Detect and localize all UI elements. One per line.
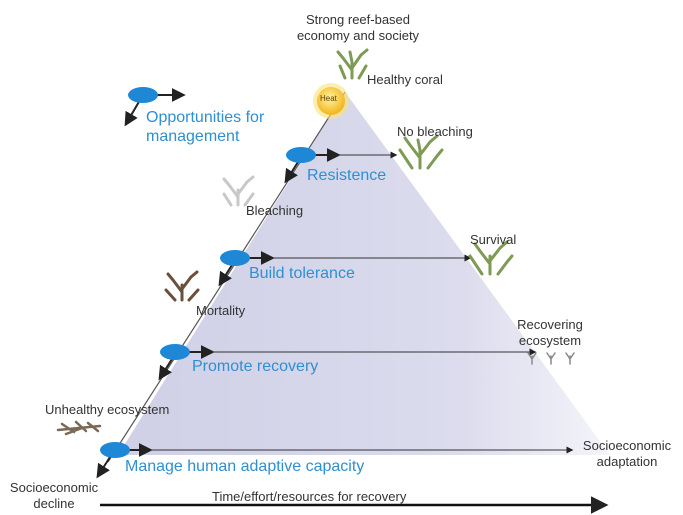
socio-adaptation-line2: adaptation bbox=[596, 454, 658, 469]
socio-decline-line2: decline bbox=[33, 496, 75, 511]
mortality-label: Mortality bbox=[196, 303, 246, 318]
opportunities-line2: management bbox=[146, 128, 240, 145]
bleaching-coral-icon bbox=[222, 175, 255, 207]
recovering-ecosystem-label: Recovering ecosystem bbox=[504, 317, 596, 349]
unhealthy-ecosystem-icon bbox=[56, 420, 102, 436]
promote-recovery-label: Promote recovery bbox=[192, 358, 319, 375]
recovering-line2: ecosystem bbox=[518, 333, 582, 348]
no-bleaching-coral-icon bbox=[398, 134, 444, 170]
tolerance-node bbox=[220, 250, 250, 266]
opportunities-line1: Opportunities for bbox=[146, 109, 265, 126]
unhealthy-ecosystem-label: Unhealthy ecosystem bbox=[45, 402, 170, 417]
capacity-node-down bbox=[96, 456, 111, 479]
triangle-area bbox=[118, 92, 610, 455]
tolerance-node-down bbox=[218, 264, 233, 287]
x-axis-label: Time/effort/resources for recovery bbox=[212, 489, 407, 504]
resistance-node-down bbox=[284, 161, 299, 184]
heat-label: Heat bbox=[320, 94, 337, 103]
capacity-node bbox=[100, 442, 130, 458]
recovering-coral-icon bbox=[527, 352, 575, 365]
top-title: Strong reef-based economy and society bbox=[293, 12, 423, 44]
survival-label: Survival bbox=[470, 232, 517, 247]
no-bleaching-label: No bleaching bbox=[397, 124, 473, 139]
healthy-coral-icon bbox=[336, 48, 369, 80]
socio-decline-line1: Socioeconomic bbox=[9, 480, 99, 495]
bleaching-label: Bleaching bbox=[246, 203, 304, 218]
top-title-line2: economy and society bbox=[296, 28, 420, 43]
healthy-coral-label: Healthy coral bbox=[367, 72, 443, 87]
legend-down-arrow bbox=[124, 99, 141, 127]
survival-coral-icon bbox=[468, 240, 514, 276]
heat-sun-icon bbox=[313, 83, 349, 119]
recovering-line1: Recovering bbox=[517, 317, 583, 332]
opportunities-label: Opportunities for management bbox=[146, 108, 264, 146]
manage-capacity-label: Manage human adaptive capacity bbox=[125, 458, 365, 475]
resistance-node bbox=[286, 147, 316, 163]
socioeconomic-adaptation-label: Socioeconomic adaptation bbox=[575, 438, 679, 470]
resistance-label: Resistence bbox=[307, 167, 387, 184]
top-title-line1: Strong reef-based bbox=[305, 12, 411, 27]
build-tolerance-label: Build tolerance bbox=[249, 265, 355, 282]
legend-ellipse bbox=[128, 87, 158, 103]
mortality-coral-icon bbox=[164, 270, 200, 302]
socio-adaptation-line1: Socioeconomic bbox=[582, 438, 672, 453]
socioeconomic-decline-label: Socioeconomic decline bbox=[2, 480, 106, 512]
recovery-node bbox=[160, 344, 190, 360]
recovery-node-down bbox=[158, 358, 173, 381]
